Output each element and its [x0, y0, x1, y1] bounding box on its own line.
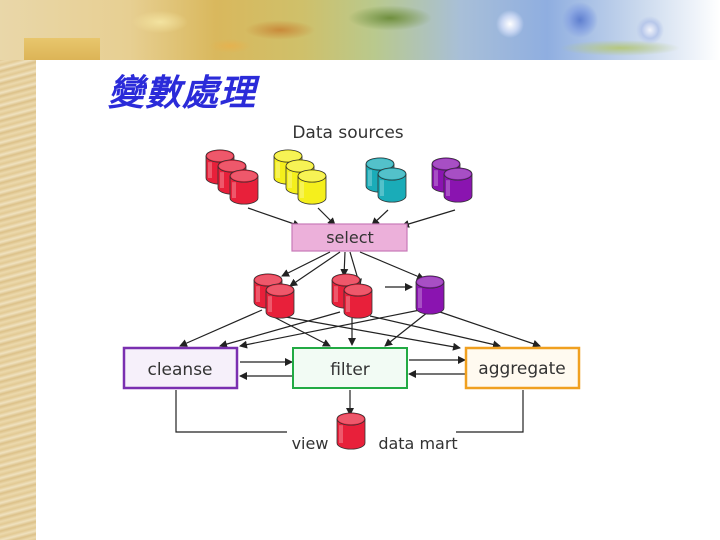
- line-cleanse-to-view: [175, 390, 287, 433]
- arrow-mid-to-cleanse-2: [219, 311, 341, 348]
- arrow-purple-to-aggregate: [439, 311, 541, 348]
- mid-red-cylinder-b2: [343, 283, 373, 319]
- arrow-mid-to-aggregate-1: [279, 315, 461, 351]
- data-mart-cylinder: [336, 412, 366, 450]
- arrow-mid-to-filter-1: [271, 315, 331, 347]
- arrow-mid-to-cleanse-1: [179, 309, 263, 347]
- red-source-cylinder-3: [229, 169, 259, 205]
- arrow-purple-to-filter: [384, 311, 429, 347]
- arrow-teal-to-select: [371, 209, 389, 226]
- arrow-red-to-select: [247, 207, 301, 228]
- filter-box: [292, 347, 408, 389]
- line-aggregate-to-data-mart: [456, 390, 524, 433]
- left-texture-strip: [0, 0, 36, 540]
- arrow-select-to-mid-purple: [359, 251, 425, 280]
- banner-leaves-image: [100, 0, 460, 58]
- yellow-source-cylinder-3: [297, 169, 327, 205]
- slide-title: 變數處理: [108, 72, 257, 114]
- arrow-mid-to-aggregate-2: [369, 315, 501, 349]
- aggregate-box: [464, 346, 581, 390]
- top-banner: [0, 0, 720, 60]
- arrow-purple-to-cleanse: [239, 309, 421, 349]
- mid-purple-cylinder: [415, 275, 445, 315]
- arrow-select-to-mid-red-2: [340, 251, 349, 277]
- data-mart-label: data mart: [378, 434, 457, 453]
- teal-source-cylinder-2: [377, 167, 407, 203]
- aggregate-label: aggregate: [478, 359, 565, 379]
- purple-source-cylinder-2: [443, 167, 473, 203]
- view-label: view: [292, 434, 329, 453]
- arrow-select-to-mid-red-1: [281, 251, 331, 277]
- cleanse-label: cleanse: [147, 360, 212, 380]
- arrow-purple-to-select: [401, 209, 456, 228]
- data-sources-label: Data sources: [292, 123, 403, 143]
- select-box: [291, 223, 408, 252]
- cleanse-box: [122, 346, 239, 390]
- arrow-yellow-to-select: [317, 207, 336, 226]
- banner-flowers-image: [470, 0, 720, 56]
- banner-ledge: [24, 38, 100, 60]
- database-cylinders: [205, 149, 473, 450]
- select-label: select: [326, 228, 374, 247]
- mid-red-cylinder-a2: [265, 283, 295, 319]
- arrow-select-to-mid-red-1b: [289, 251, 341, 287]
- filter-label: filter: [330, 360, 370, 380]
